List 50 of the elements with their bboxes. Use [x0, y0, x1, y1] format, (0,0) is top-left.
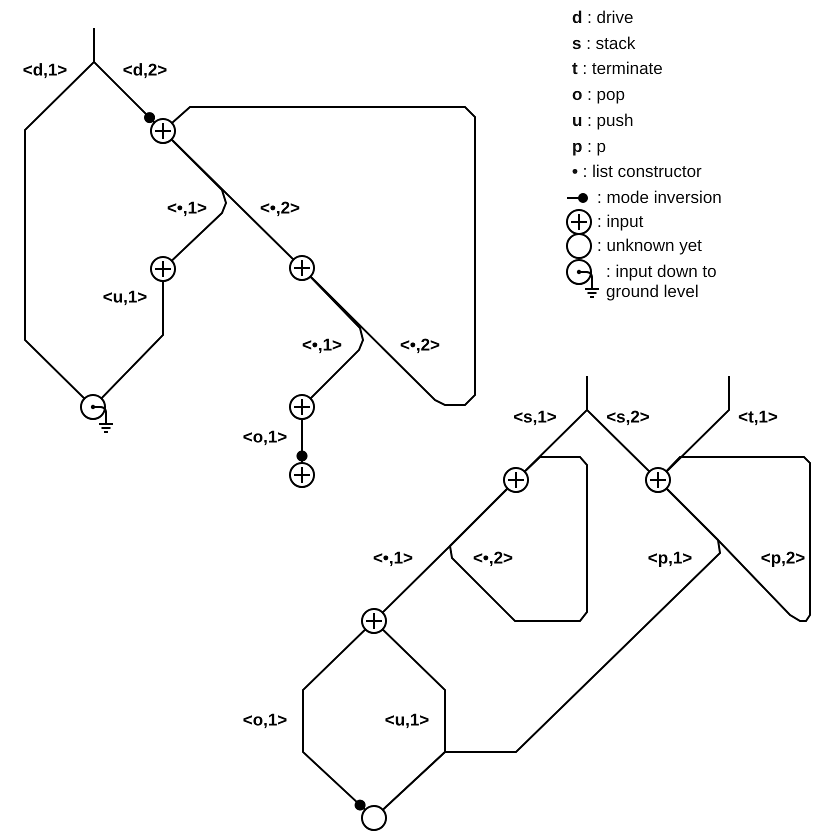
- legend-text: u : push: [572, 111, 634, 131]
- connector-line: [170, 138, 294, 260]
- connector-line: [586, 376, 650, 472]
- edge-label: <p,1>: [646, 548, 694, 568]
- mode-inversion-line: [302, 628, 366, 811]
- edge-label: <d,1>: [22, 60, 68, 80]
- edge-label: <•,1>: [301, 336, 343, 354]
- connector-line: [666, 456, 811, 622]
- connector-line: [448, 456, 588, 622]
- legend-text: : unknown yet: [597, 236, 703, 256]
- mode-inversion-line: [296, 419, 308, 463]
- edge-label: <u,1>: [384, 710, 430, 730]
- mode-inversion-line: [93, 28, 156, 124]
- connector-line: [666, 376, 730, 472]
- connector-line: [100, 281, 164, 400]
- unknown-node-circle: [361, 805, 387, 831]
- edge-label: <s,2>: [605, 408, 651, 426]
- connector-line: [171, 106, 476, 406]
- input-node-icon: [645, 467, 671, 493]
- edge-label: <•,1>: [372, 548, 414, 568]
- legend-text: s : stack: [572, 34, 636, 54]
- input-node-icon: [289, 462, 315, 488]
- legend-text: : input down to ground level: [606, 262, 718, 302]
- edge-label: <•,1>: [166, 198, 208, 218]
- edge-label: <p,2>: [760, 548, 806, 568]
- edge-label: <o,1>: [242, 428, 288, 446]
- edge-label: <s,1>: [512, 408, 558, 426]
- input-node-icon: [150, 256, 176, 282]
- edge-label: <u,1>: [102, 288, 148, 306]
- edge-label: <•,2>: [472, 548, 514, 568]
- input-node-icon: [150, 118, 176, 144]
- legend-text: : input: [597, 212, 644, 232]
- legend-text: t : terminate: [572, 59, 663, 79]
- edge-label: <t,1>: [737, 408, 779, 426]
- edge-label: <o,1>: [242, 710, 288, 730]
- legend-text: d : drive: [572, 8, 634, 28]
- legend-text: • : list constructor: [572, 162, 702, 182]
- legend-text: : mode inversion: [597, 188, 723, 208]
- edge-label: <•,2>: [259, 198, 301, 218]
- input-node-icon: [289, 255, 315, 281]
- edge-label: <d,2>: [122, 60, 168, 80]
- input-node-icon: [289, 394, 315, 420]
- input-node-icon: [503, 467, 529, 493]
- legend-text: o : pop: [572, 85, 625, 105]
- edge-label: <•,2>: [399, 336, 441, 354]
- connector-line: [310, 276, 364, 400]
- legend-text: p : p: [572, 137, 606, 157]
- input-node-icon: [361, 608, 387, 634]
- ground-node-icon: [80, 394, 116, 434]
- connector-line: [382, 628, 446, 811]
